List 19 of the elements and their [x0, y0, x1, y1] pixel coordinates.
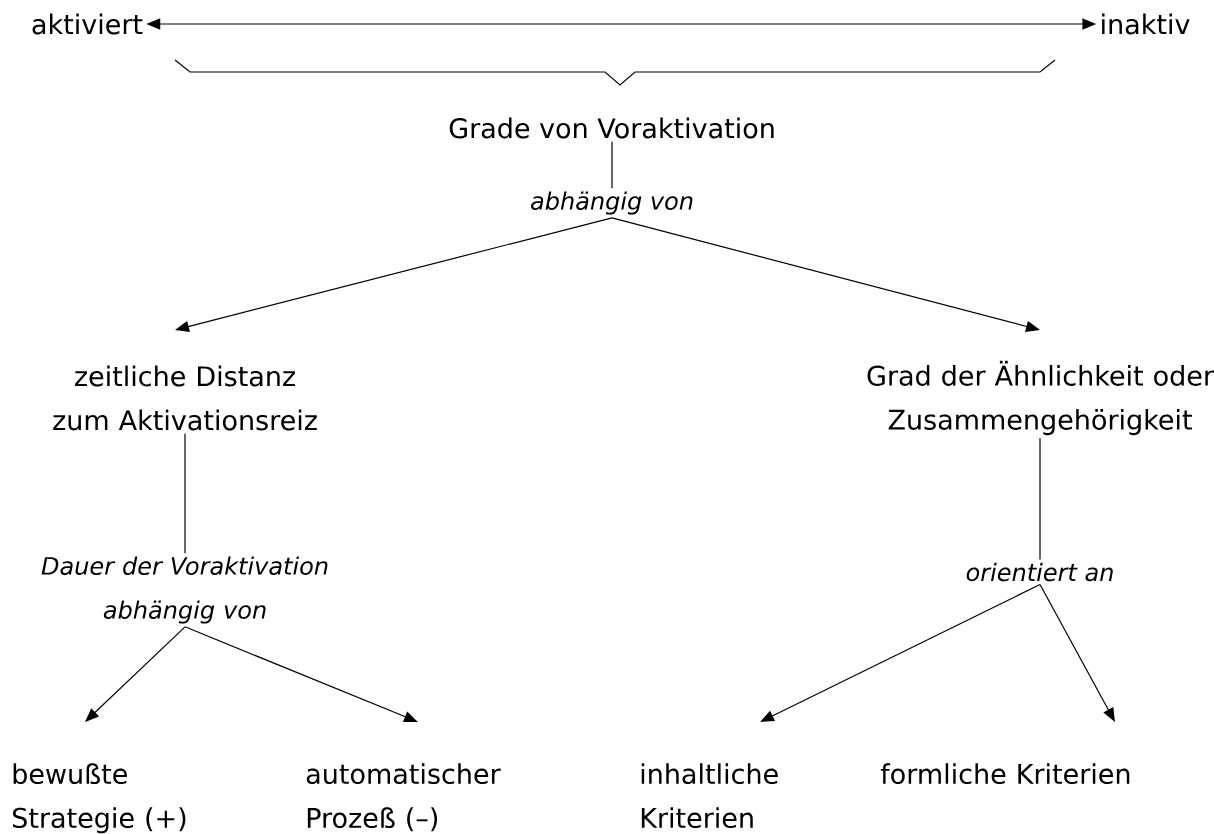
- connector-line: [611, 141, 613, 189]
- leaf-text: bewußte Strategie (+): [13, 763, 186, 834]
- arrow: [1039, 583, 1115, 722]
- leaf-text: automatischer Prozeß (–): [306, 763, 501, 832]
- end-label: aktiviert: [32, 13, 143, 35]
- end-label: inaktiv: [1102, 13, 1190, 35]
- connector-line: [1039, 437, 1041, 561]
- arrow: [760, 583, 1041, 722]
- connector-line: [184, 433, 186, 554]
- connector-label: abhängig von: [531, 191, 693, 215]
- arrow: [85, 626, 186, 722]
- leaf-text: inhaltliche Kriterien: [641, 763, 778, 829]
- arrow: [184, 626, 418, 722]
- concept-text: zeitliche Distanz zum Aktivationsreiz: [53, 365, 317, 431]
- connector-label: Dauer der Voraktivation abhängig von: [41, 556, 328, 624]
- heading-text: Grade von Voraktivation: [449, 117, 774, 139]
- concept-text: Grad der Ähnlichkeit oder Zusammengehörigkeit: [867, 360, 1214, 436]
- leaf-text: formliche Kriterien: [880, 763, 1130, 785]
- connector-label: orientiert an: [966, 562, 1113, 582]
